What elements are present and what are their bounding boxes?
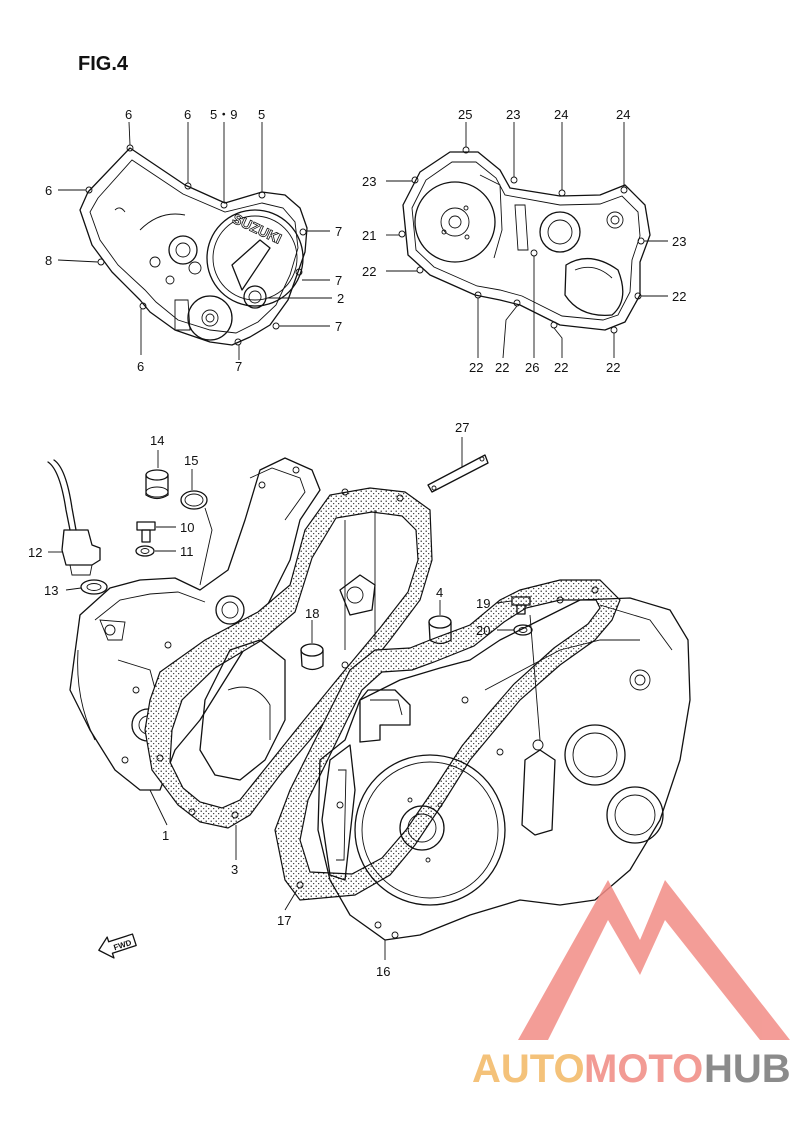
left-cover-assembly: SUZUKI [79, 144, 308, 346]
callout-20: 20 [476, 623, 490, 638]
callout-24: 24 [554, 107, 568, 122]
callout-22: 22 [362, 264, 376, 279]
crankcase-center [199, 510, 376, 781]
callout-22: 22 [554, 360, 568, 375]
callout-14: 14 [150, 433, 164, 448]
figure-title: FIG.4 [78, 53, 129, 75]
callout-22: 22 [672, 289, 686, 304]
callout-7: 7 [335, 224, 342, 239]
top-left-leaders [57, 121, 332, 360]
callout-23: 23 [362, 174, 376, 189]
callout-6: 6 [137, 359, 144, 374]
callout-6: 6 [184, 107, 191, 122]
top-right-leaders [386, 122, 668, 359]
callout-26: 26 [525, 360, 539, 375]
crankcase-right-half [317, 596, 691, 941]
right-cover-assembly [398, 146, 651, 334]
callout-19: 19 [476, 596, 490, 611]
watermark-logo [518, 880, 790, 1040]
top-right-labels: 25 23 24 24 23 23 21 22 22 22 22 26 22 2… [362, 107, 686, 375]
watermark-moto: MOTO [584, 1047, 703, 1091]
callout-24: 24 [616, 107, 630, 122]
main-labels: 27 14 15 10 12 11 13 4 19 18 20 1 3 17 1… [28, 420, 490, 979]
callout-2: 2 [337, 291, 344, 306]
callout-5-9: 5・9 [210, 107, 237, 122]
right-case-gasket [274, 579, 621, 901]
callout-6: 6 [125, 107, 132, 122]
callout-4: 4 [436, 585, 443, 600]
callout-17: 17 [277, 913, 291, 928]
main-leaders [48, 437, 541, 960]
callout-1: 1 [162, 828, 169, 843]
forward-arrow: FWD [98, 933, 137, 959]
small-parts [47, 454, 533, 671]
callout-12: 12 [28, 545, 42, 560]
crankcase-left-half [69, 457, 321, 791]
callout-22: 22 [495, 360, 509, 375]
top-left-labels: 6 6 5・9 5 6 7 8 7 2 7 6 7 [45, 107, 344, 374]
callout-6: 6 [45, 183, 52, 198]
watermark: AUTO MOTO HUB [472, 880, 791, 1091]
callout-22: 22 [469, 360, 483, 375]
callout-13: 13 [44, 583, 58, 598]
callout-3: 3 [231, 862, 238, 877]
callout-10: 10 [180, 520, 194, 535]
callout-22: 22 [606, 360, 620, 375]
callout-23: 23 [672, 234, 686, 249]
watermark-hub: HUB [704, 1047, 791, 1091]
callout-5: 5 [258, 107, 265, 122]
callout-21: 21 [362, 228, 376, 243]
callout-27: 27 [455, 420, 469, 435]
callout-18: 18 [305, 606, 319, 621]
callout-7: 7 [235, 359, 242, 374]
callout-11: 11 [180, 544, 194, 559]
watermark-auto: AUTO [472, 1047, 585, 1091]
callout-16: 16 [376, 964, 390, 979]
callout-7: 7 [335, 273, 342, 288]
callout-8: 8 [45, 253, 52, 268]
callout-25: 25 [458, 107, 472, 122]
callout-23: 23 [506, 107, 520, 122]
callout-7: 7 [335, 319, 342, 334]
callout-15: 15 [184, 453, 198, 468]
